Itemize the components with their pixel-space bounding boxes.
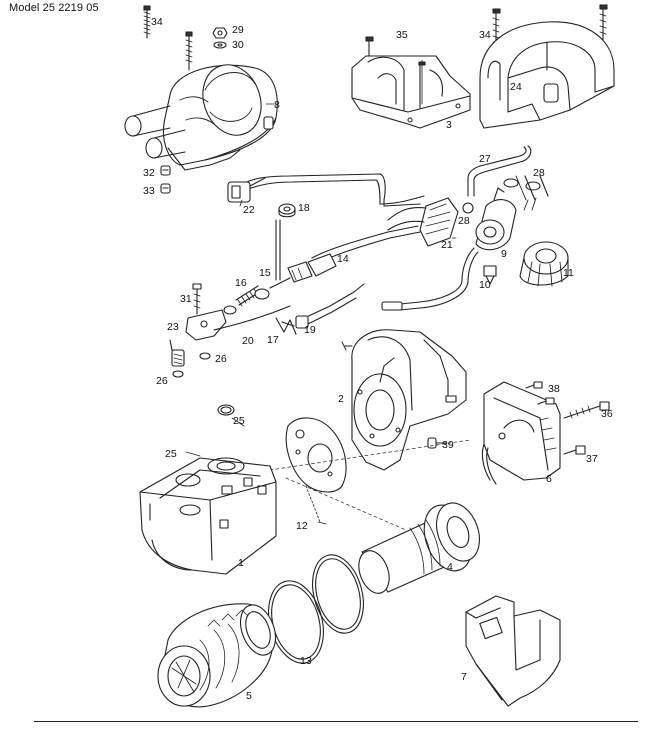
callout-35: 35 xyxy=(396,29,408,41)
part-13-seal-rings xyxy=(268,554,364,664)
callout-36: 36 xyxy=(601,408,613,420)
callout-17: 17 xyxy=(267,334,279,346)
callout-16: 16 xyxy=(235,277,247,289)
callout-38: 38 xyxy=(548,383,560,395)
motor-screw xyxy=(185,31,193,71)
callout-13: 13 xyxy=(300,655,312,667)
part-12-gasket xyxy=(285,417,347,523)
callout-26-left: 26 xyxy=(156,375,168,387)
callout-10: 10 xyxy=(479,279,491,291)
callout-7: 7 xyxy=(461,671,467,683)
part-20-cable xyxy=(213,305,291,331)
callout-33: 33 xyxy=(143,185,155,197)
part-9-fuel-pump xyxy=(381,187,517,311)
part-23-bracket xyxy=(185,309,227,341)
callout-20: 20 xyxy=(242,335,254,347)
callout-18: 18 xyxy=(298,202,310,214)
part-31-bolt xyxy=(192,283,202,315)
part-38-screws xyxy=(525,381,555,405)
part-2-burner-head xyxy=(341,329,467,471)
callout-8: 8 xyxy=(274,99,280,111)
callout-14: 14 xyxy=(337,253,349,265)
callout-6: 6 xyxy=(546,473,552,485)
part-34-screw-left xyxy=(143,5,151,39)
callout-11: 11 xyxy=(563,267,574,279)
callout-28-left: 28 xyxy=(458,215,470,227)
part-7-cover xyxy=(465,595,561,707)
callout-25-upper: 25 xyxy=(233,415,245,427)
callout-22: 22 xyxy=(243,204,255,216)
callout-23: 23 xyxy=(167,321,179,333)
part-26-sensor-nut xyxy=(169,339,211,378)
part-39-screw xyxy=(427,437,447,449)
callout-26-right: 26 xyxy=(215,353,227,365)
callout-32: 32 xyxy=(143,167,155,179)
callout-37: 37 xyxy=(586,453,598,465)
callout-labels: 34 29 30 8 32 33 35 3 34 24 27 28 28 22 … xyxy=(143,16,613,702)
callout-34-right: 34 xyxy=(479,29,491,41)
part-5-heat-exchanger xyxy=(157,603,277,708)
part-3-housing-cover xyxy=(351,55,471,129)
callout-4: 4 xyxy=(447,561,453,573)
part-27-fuel-line xyxy=(467,145,532,197)
callout-29: 29 xyxy=(232,24,244,36)
callout-24: 24 xyxy=(510,81,522,93)
callout-30: 30 xyxy=(232,39,244,51)
part-37-screw xyxy=(563,445,586,455)
leader-lines xyxy=(185,103,457,525)
part-10-nozzle xyxy=(483,265,497,285)
callout-39: 39 xyxy=(442,439,454,451)
part-21-connector xyxy=(387,197,459,247)
part-33-plug xyxy=(160,183,171,194)
part-16-spring xyxy=(223,285,270,315)
part-36-long-bolt xyxy=(563,401,610,419)
callout-9: 9 xyxy=(501,248,507,260)
callout-5: 5 xyxy=(246,690,252,702)
part-6-control-box xyxy=(481,381,561,485)
part-29-nut xyxy=(212,27,228,39)
callout-19: 19 xyxy=(304,324,316,336)
part-1-heater-housing xyxy=(139,457,277,575)
callout-21: 21 xyxy=(441,239,453,251)
bottom-rule xyxy=(34,721,638,722)
callout-12: 12 xyxy=(296,520,308,532)
callout-3: 3 xyxy=(446,119,452,131)
callout-15: 15 xyxy=(259,267,271,279)
part-17-clip xyxy=(275,317,297,335)
part-18-grommet xyxy=(278,203,296,218)
callout-2: 2 xyxy=(338,393,344,405)
callout-31: 31 xyxy=(180,293,192,305)
part-30-washer xyxy=(213,41,227,49)
part-32-plug xyxy=(160,165,171,176)
part-25-oring xyxy=(217,404,235,416)
part-11-fan-wheel xyxy=(519,241,569,287)
part-24-cover xyxy=(479,21,615,129)
part-4-combustion-tube xyxy=(358,502,480,594)
dashed-assembly-line xyxy=(269,439,471,531)
part-8-motor-assembly xyxy=(124,64,278,171)
callout-28-right: 28 xyxy=(533,167,545,179)
part-22-wiring-harness xyxy=(227,173,425,207)
part-28-clamps xyxy=(462,175,549,214)
part-15-glow-plug xyxy=(269,219,313,289)
callout-1: 1 xyxy=(238,557,244,569)
part-19-sensor xyxy=(295,283,365,329)
part-14-wire xyxy=(307,225,421,277)
model-number: Model 25 2219 05 xyxy=(9,2,99,14)
callout-34-left: 34 xyxy=(151,16,163,28)
callout-27: 27 xyxy=(479,153,491,165)
callout-25-lower: 25 xyxy=(165,448,177,460)
